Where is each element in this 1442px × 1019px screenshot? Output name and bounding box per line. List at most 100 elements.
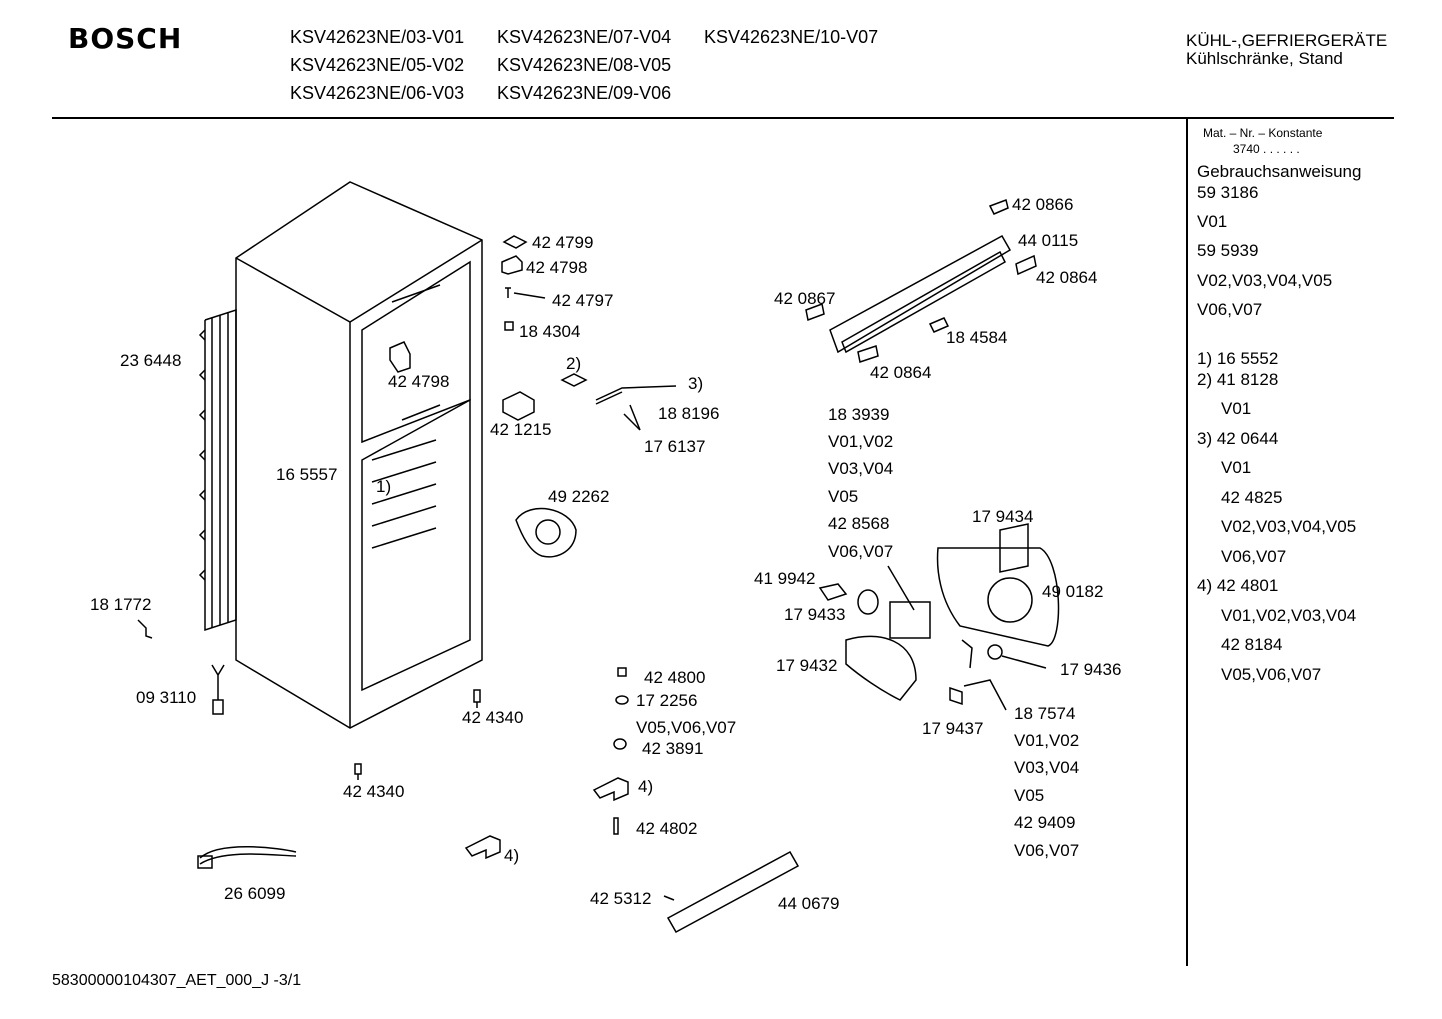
category-subtitle: Kühlschränke, Stand <box>1186 49 1343 68</box>
part-label: 18 4584 <box>946 328 1008 347</box>
sidebar-entry: 42 4825 <box>1221 488 1283 507</box>
part-label: 23 6448 <box>120 351 182 370</box>
drier-drawing <box>211 664 225 700</box>
part-424798-drawing <box>501 255 523 275</box>
part-label: 17 9437 <box>922 719 984 738</box>
drier-body-drawing <box>212 699 224 715</box>
leader-line <box>1001 655 1047 669</box>
part-179436-drawing <box>987 644 1003 660</box>
sidebar-entry: V02,V03,V04,V05 <box>1197 271 1333 290</box>
document-id: 58300000104307_AET_000_J -3/1 <box>52 972 302 989</box>
leader-line <box>963 679 1007 711</box>
footnote-marker: 4) <box>638 777 654 796</box>
bracket-4-drawing <box>464 835 501 860</box>
fridge-cabinet-drawing <box>235 181 483 729</box>
screw-424797-drawing <box>505 287 511 298</box>
sidebar-entry: 42 8184 <box>1221 635 1283 654</box>
part-label: 17 9432 <box>776 656 838 675</box>
part-label: 17 6137 <box>644 437 706 456</box>
part-label: 18 4304 <box>519 322 581 341</box>
part-label: 44 0679 <box>778 894 840 913</box>
leader-line <box>623 404 641 431</box>
screw-424800-drawing <box>617 667 627 677</box>
model-code: KSV42623NE/03-V01 <box>290 27 465 47</box>
variant-label: V06,V07 <box>1014 841 1080 860</box>
leader-line <box>513 292 546 299</box>
part-label: 42 8568 <box>828 514 890 533</box>
part-179437-drawing <box>949 686 963 706</box>
part-420867-drawing <box>805 302 825 322</box>
part-label: 42 9409 <box>1014 813 1076 832</box>
footnote-marker: 1) <box>376 477 392 496</box>
part-label: 42 4798 <box>388 372 450 391</box>
footnote-marker: 2) <box>566 354 582 373</box>
part-label: 17 9436 <box>1060 660 1122 679</box>
part-label: 42 0867 <box>774 289 836 308</box>
part-420866-drawing <box>988 199 1009 215</box>
bracket-424798-drawing <box>389 341 411 373</box>
part-label: 42 4340 <box>462 708 524 727</box>
lamp-cover-179432-drawing <box>845 635 917 701</box>
power-cord-drawing <box>199 846 297 865</box>
model-code: KSV42623NE/08-V05 <box>497 55 672 75</box>
part-179434-drawing <box>999 523 1029 573</box>
part-label: 42 4797 <box>552 291 614 310</box>
part-label: 18 7574 <box>1014 704 1076 723</box>
part-label: 42 3891 <box>642 739 704 758</box>
part-label: 42 4798 <box>526 258 588 277</box>
screw-424340-drawing <box>473 689 481 708</box>
footnote-marker: 3) <box>688 374 704 393</box>
model-code: KSV42623NE/07-V04 <box>497 27 672 47</box>
part-423891-drawing <box>613 738 627 750</box>
sidebar-entry: 1) 16 5552 <box>1197 349 1279 368</box>
part-label: 49 2262 <box>548 487 610 506</box>
motor-drawing <box>889 601 931 639</box>
sidebar-entry: V01 <box>1221 399 1252 418</box>
plinth-440679-drawing <box>666 850 800 934</box>
part-label: 42 4340 <box>343 782 405 801</box>
part-label: 18 1772 <box>90 595 152 614</box>
sidebar-divider <box>1186 118 1188 966</box>
part-label: 42 0864 <box>1036 268 1098 287</box>
clip-181772-drawing <box>137 619 153 639</box>
part-424799-drawing <box>502 235 528 249</box>
sidebar-entry: V06,V07 <box>1197 300 1263 319</box>
sidebar-entry: 3) 42 0644 <box>1197 429 1279 448</box>
part-label: 44 0115 <box>1018 231 1079 250</box>
part-label: 42 4800 <box>644 668 706 687</box>
sidebar-entry: V06,V07 <box>1221 547 1287 566</box>
variant-label: V03,V04 <box>1014 758 1080 777</box>
model-code: KSV42623NE/10-V07 <box>704 27 879 47</box>
brand-logo: BOSCH <box>68 22 183 55</box>
part-184304-drawing <box>504 321 514 331</box>
part-label: 42 4802 <box>636 819 698 838</box>
sidebar-entry: 59 3186 <box>1197 183 1259 202</box>
fan-shroud-drawing <box>515 507 577 558</box>
variant-label: V01,V02 <box>828 432 894 451</box>
variant-label: V01,V02 <box>1014 731 1080 750</box>
part-421215-drawing <box>502 391 535 421</box>
part-425312-drawing <box>663 895 675 901</box>
part-label: 49 0182 <box>1042 582 1104 601</box>
fan-housing-drawing <box>936 547 1060 647</box>
condenser-coil-drawing <box>198 308 237 632</box>
part-label: 18 3939 <box>828 405 890 424</box>
variant-label: V05,V06,V07 <box>636 718 737 737</box>
bracket-4b-drawing <box>592 777 629 802</box>
sidebar-entry: V02,V03,V04,V05 <box>1221 517 1357 536</box>
part-label: 09 3110 <box>136 688 197 707</box>
leader-line <box>887 565 915 611</box>
part-184584-drawing <box>928 317 950 333</box>
part-label: 17 9434 <box>972 507 1034 526</box>
part-label: 18 8196 <box>658 404 720 423</box>
part-label: 42 0864 <box>870 363 932 382</box>
part-label: 42 1215 <box>490 420 552 439</box>
footnote-marker: 4) <box>504 846 520 865</box>
model-code: KSV42623NE/09-V06 <box>497 83 672 103</box>
model-code: KSV42623NE/06-V03 <box>290 83 465 103</box>
part-label: 16 5557 <box>276 465 338 484</box>
control-panel-drawing <box>829 234 1012 354</box>
sidebar-entry: V05,V06,V07 <box>1221 665 1322 684</box>
part-172256-drawing <box>615 695 629 705</box>
variant-label: V06,V07 <box>828 542 894 561</box>
